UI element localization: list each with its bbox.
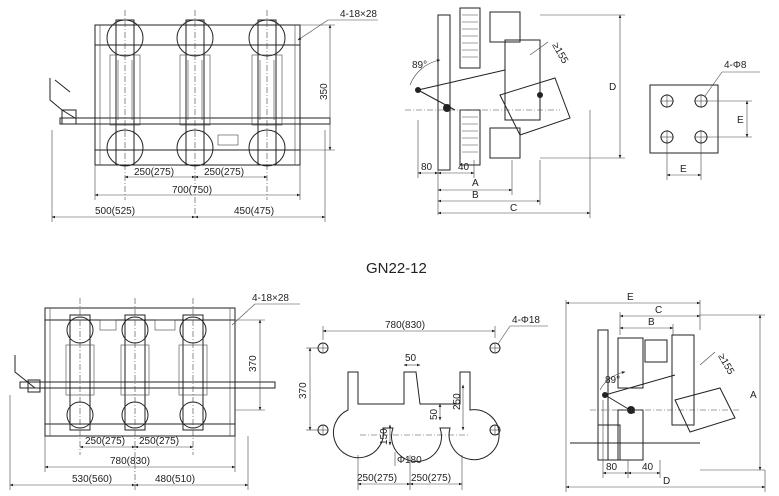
side-C: C (655, 305, 662, 316)
top-side-B: B (472, 190, 479, 201)
side-B: B (648, 317, 655, 328)
side-angle-155: ≥155 (715, 352, 736, 377)
base-150: 150 (379, 428, 390, 445)
bottom-front-overall: 780(830) (110, 456, 150, 467)
base-50-side: 50 (429, 408, 440, 420)
top-front-hole-note: 4-18×28 (340, 9, 377, 20)
base-pitch-a: 250(275) (357, 473, 397, 484)
bottom-front-pitch-a: 250(275) (85, 436, 125, 447)
side-A: A (750, 390, 757, 401)
base-pitch-b: 250(275) (411, 473, 451, 484)
top-front-overall: 700(750) (172, 185, 212, 196)
bottom-base-view: 780(830) 4-Φ18 370 50 50 250 150 Φ180 25… (298, 315, 548, 490)
bottom-front-right: 480(510) (155, 474, 195, 485)
top-side-40: 40 (458, 162, 470, 173)
base-50-top: 50 (405, 353, 417, 364)
top-side-angle-155: ≥155 (549, 41, 570, 66)
top-side-C: C (510, 203, 517, 214)
base-height-370: 370 (298, 382, 309, 399)
base-phi-180: Φ180 (397, 455, 422, 466)
top-front-left: 500(525) (95, 206, 135, 217)
side-80: 80 (606, 462, 618, 473)
pole-1 (106, 19, 144, 167)
base-250: 250 (452, 393, 463, 410)
top-front-right: 450(475) (234, 206, 274, 217)
top-side-80: 80 (421, 162, 433, 173)
terminal-detail: 4-Φ8 E E (649, 60, 760, 180)
top-front-pitch-b: 250(275) (204, 167, 244, 178)
top-front-height-350: 350 (319, 83, 330, 100)
top-front-view: 4-18×28 350 250(275) 250(275) 700(750) 5… (49, 9, 378, 222)
top-side-angle: 89° (412, 60, 427, 71)
bottom-front-left: 530(560) (72, 474, 112, 485)
bottom-front-pitch-b: 250(275) (139, 436, 179, 447)
terminal-hole-note: 4-Φ8 (724, 60, 747, 71)
side-D: D (663, 476, 670, 487)
side-angle: 89° (605, 375, 620, 386)
bottom-front-view: 4-18×28 370 250(275) 250(275) 780(830) 5… (9, 293, 300, 490)
model-title: GN22-12 (366, 260, 427, 277)
terminal-E-horizontal: E (680, 164, 687, 175)
top-side-A: A (472, 178, 479, 189)
terminal-E-vertical: E (737, 115, 744, 126)
top-side-view: 89° ≥155 D 80 40 A B C (405, 7, 625, 218)
base-width: 780(830) (385, 320, 425, 331)
bottom-side-view: E C B 89° ≥155 A 80 40 D (565, 292, 766, 492)
bottom-front-height-370: 370 (248, 355, 259, 372)
bottom-front-hole-note: 4-18×28 (252, 293, 289, 304)
top-side-D: D (609, 82, 616, 93)
side-40: 40 (642, 462, 654, 473)
top-front-pitch-a: 250(275) (134, 167, 174, 178)
base-hole-note: 4-Φ18 (512, 315, 540, 326)
side-E: E (627, 292, 634, 303)
